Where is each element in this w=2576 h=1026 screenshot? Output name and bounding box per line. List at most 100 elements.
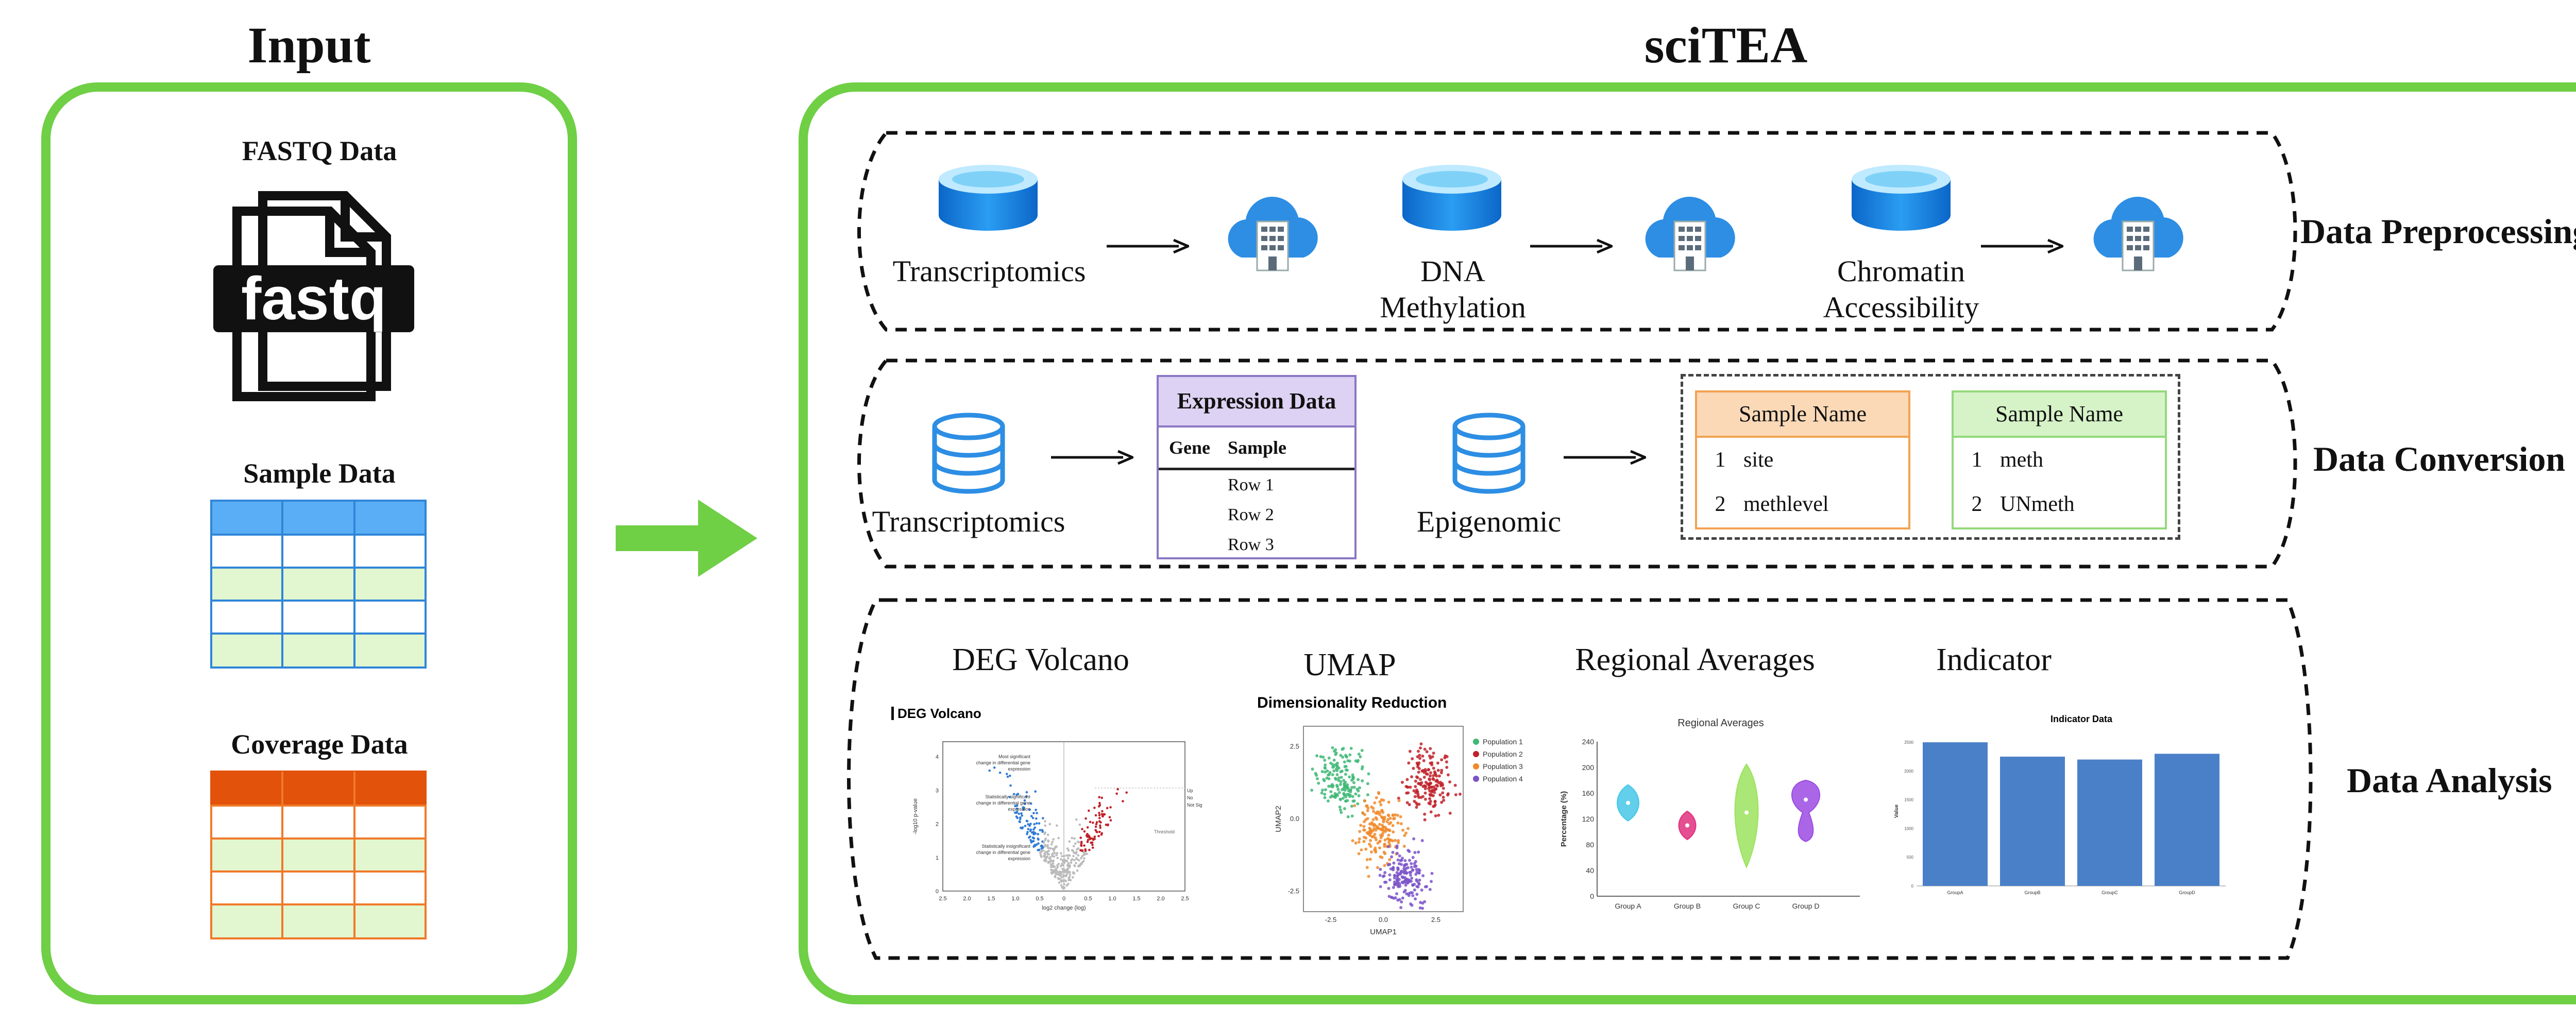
data-point — [1396, 881, 1400, 884]
data-point — [1414, 897, 1417, 901]
data-point — [1336, 788, 1340, 791]
data-point — [1061, 862, 1063, 865]
data-point — [1050, 864, 1053, 866]
y-tick-label: 40 — [1586, 866, 1594, 875]
data-point — [1344, 780, 1347, 784]
data-point — [1368, 858, 1372, 861]
data-point — [1073, 837, 1076, 840]
data-point — [1050, 843, 1053, 846]
data-point — [1069, 873, 1072, 876]
data-point — [1060, 884, 1063, 887]
data-point — [1052, 862, 1055, 865]
data-point — [1033, 823, 1036, 826]
data-point — [1406, 827, 1410, 830]
data-point — [1102, 813, 1105, 816]
data-point — [1365, 804, 1368, 808]
y-axis-label: Value — [1894, 805, 1900, 818]
data-point — [1413, 888, 1416, 892]
legend-swatch — [1473, 763, 1479, 770]
data-point — [1043, 832, 1046, 835]
data-point — [1067, 857, 1070, 860]
data-point — [1387, 814, 1391, 817]
x-tick-label: 2.0 — [963, 896, 971, 902]
data-point — [1432, 774, 1435, 778]
data-point — [1398, 884, 1402, 888]
data-point — [1020, 812, 1023, 815]
data-point — [1323, 759, 1327, 762]
data-point — [1054, 876, 1057, 879]
data-point — [1375, 796, 1378, 799]
data-point — [1337, 766, 1341, 770]
data-point — [1335, 773, 1339, 777]
data-point — [1062, 870, 1064, 873]
data-point — [1027, 823, 1029, 826]
data-point — [1401, 828, 1405, 832]
data-point — [1037, 842, 1040, 845]
data-point — [1334, 767, 1338, 771]
data-point — [1028, 836, 1030, 839]
data-point — [1047, 861, 1050, 864]
data-point — [1433, 772, 1437, 775]
annotation-text: Statistically significant — [985, 794, 1030, 799]
data-point — [1065, 854, 1068, 857]
data-point — [1024, 825, 1027, 827]
data-point — [1401, 881, 1405, 884]
data-point — [1340, 776, 1343, 779]
data-point — [1420, 888, 1423, 892]
legend-swatch — [1473, 739, 1479, 745]
data-point — [1368, 834, 1372, 837]
data-point — [1398, 854, 1401, 858]
legend-item: Up — [1187, 788, 1193, 793]
data-point — [1371, 810, 1375, 813]
data-point — [1071, 858, 1074, 861]
bar — [2000, 757, 2065, 886]
y-tick-label: 160 — [1582, 789, 1595, 797]
data-point — [1429, 771, 1433, 775]
sample-name-header: Sample Name — [1954, 392, 2165, 438]
data-point — [1401, 857, 1404, 860]
data-point — [1409, 785, 1412, 789]
data-point — [1411, 883, 1415, 887]
data-point — [1079, 836, 1082, 839]
data-point — [1395, 892, 1398, 896]
data-point — [1348, 775, 1351, 779]
database-outline-icon — [932, 413, 1005, 494]
data-point — [1334, 748, 1337, 751]
data-point — [1417, 850, 1420, 854]
data-point — [1331, 746, 1334, 749]
data-point — [1410, 775, 1414, 779]
data-point — [1098, 812, 1100, 814]
data-point — [1045, 856, 1048, 859]
data-point — [1055, 867, 1058, 870]
data-point — [1051, 841, 1054, 843]
data-point — [1125, 791, 1128, 794]
data-point — [1049, 847, 1052, 850]
data-point — [1325, 776, 1329, 780]
data-point — [1410, 877, 1414, 880]
data-point — [1403, 834, 1406, 837]
data-point — [1032, 831, 1035, 833]
data-point — [1042, 849, 1045, 852]
data-point — [1387, 800, 1391, 804]
data-point — [1414, 785, 1417, 789]
y-tick-label: 0 — [936, 888, 939, 895]
data-point — [1363, 828, 1366, 832]
data-point — [1360, 767, 1364, 771]
data-point — [1384, 828, 1388, 832]
data-point — [1083, 844, 1086, 847]
data-point — [1351, 773, 1354, 777]
data-point — [1059, 871, 1062, 874]
data-point — [1028, 808, 1031, 811]
data-point — [1044, 839, 1046, 842]
data-point — [1435, 783, 1438, 787]
data-point — [1401, 896, 1404, 900]
arrow-right-icon — [1530, 238, 1613, 254]
data-point — [1404, 831, 1408, 835]
data-point — [1068, 840, 1071, 843]
data-point — [1433, 788, 1436, 791]
data-point — [1357, 778, 1360, 781]
data-point — [1418, 869, 1421, 873]
data-point — [1403, 863, 1406, 867]
